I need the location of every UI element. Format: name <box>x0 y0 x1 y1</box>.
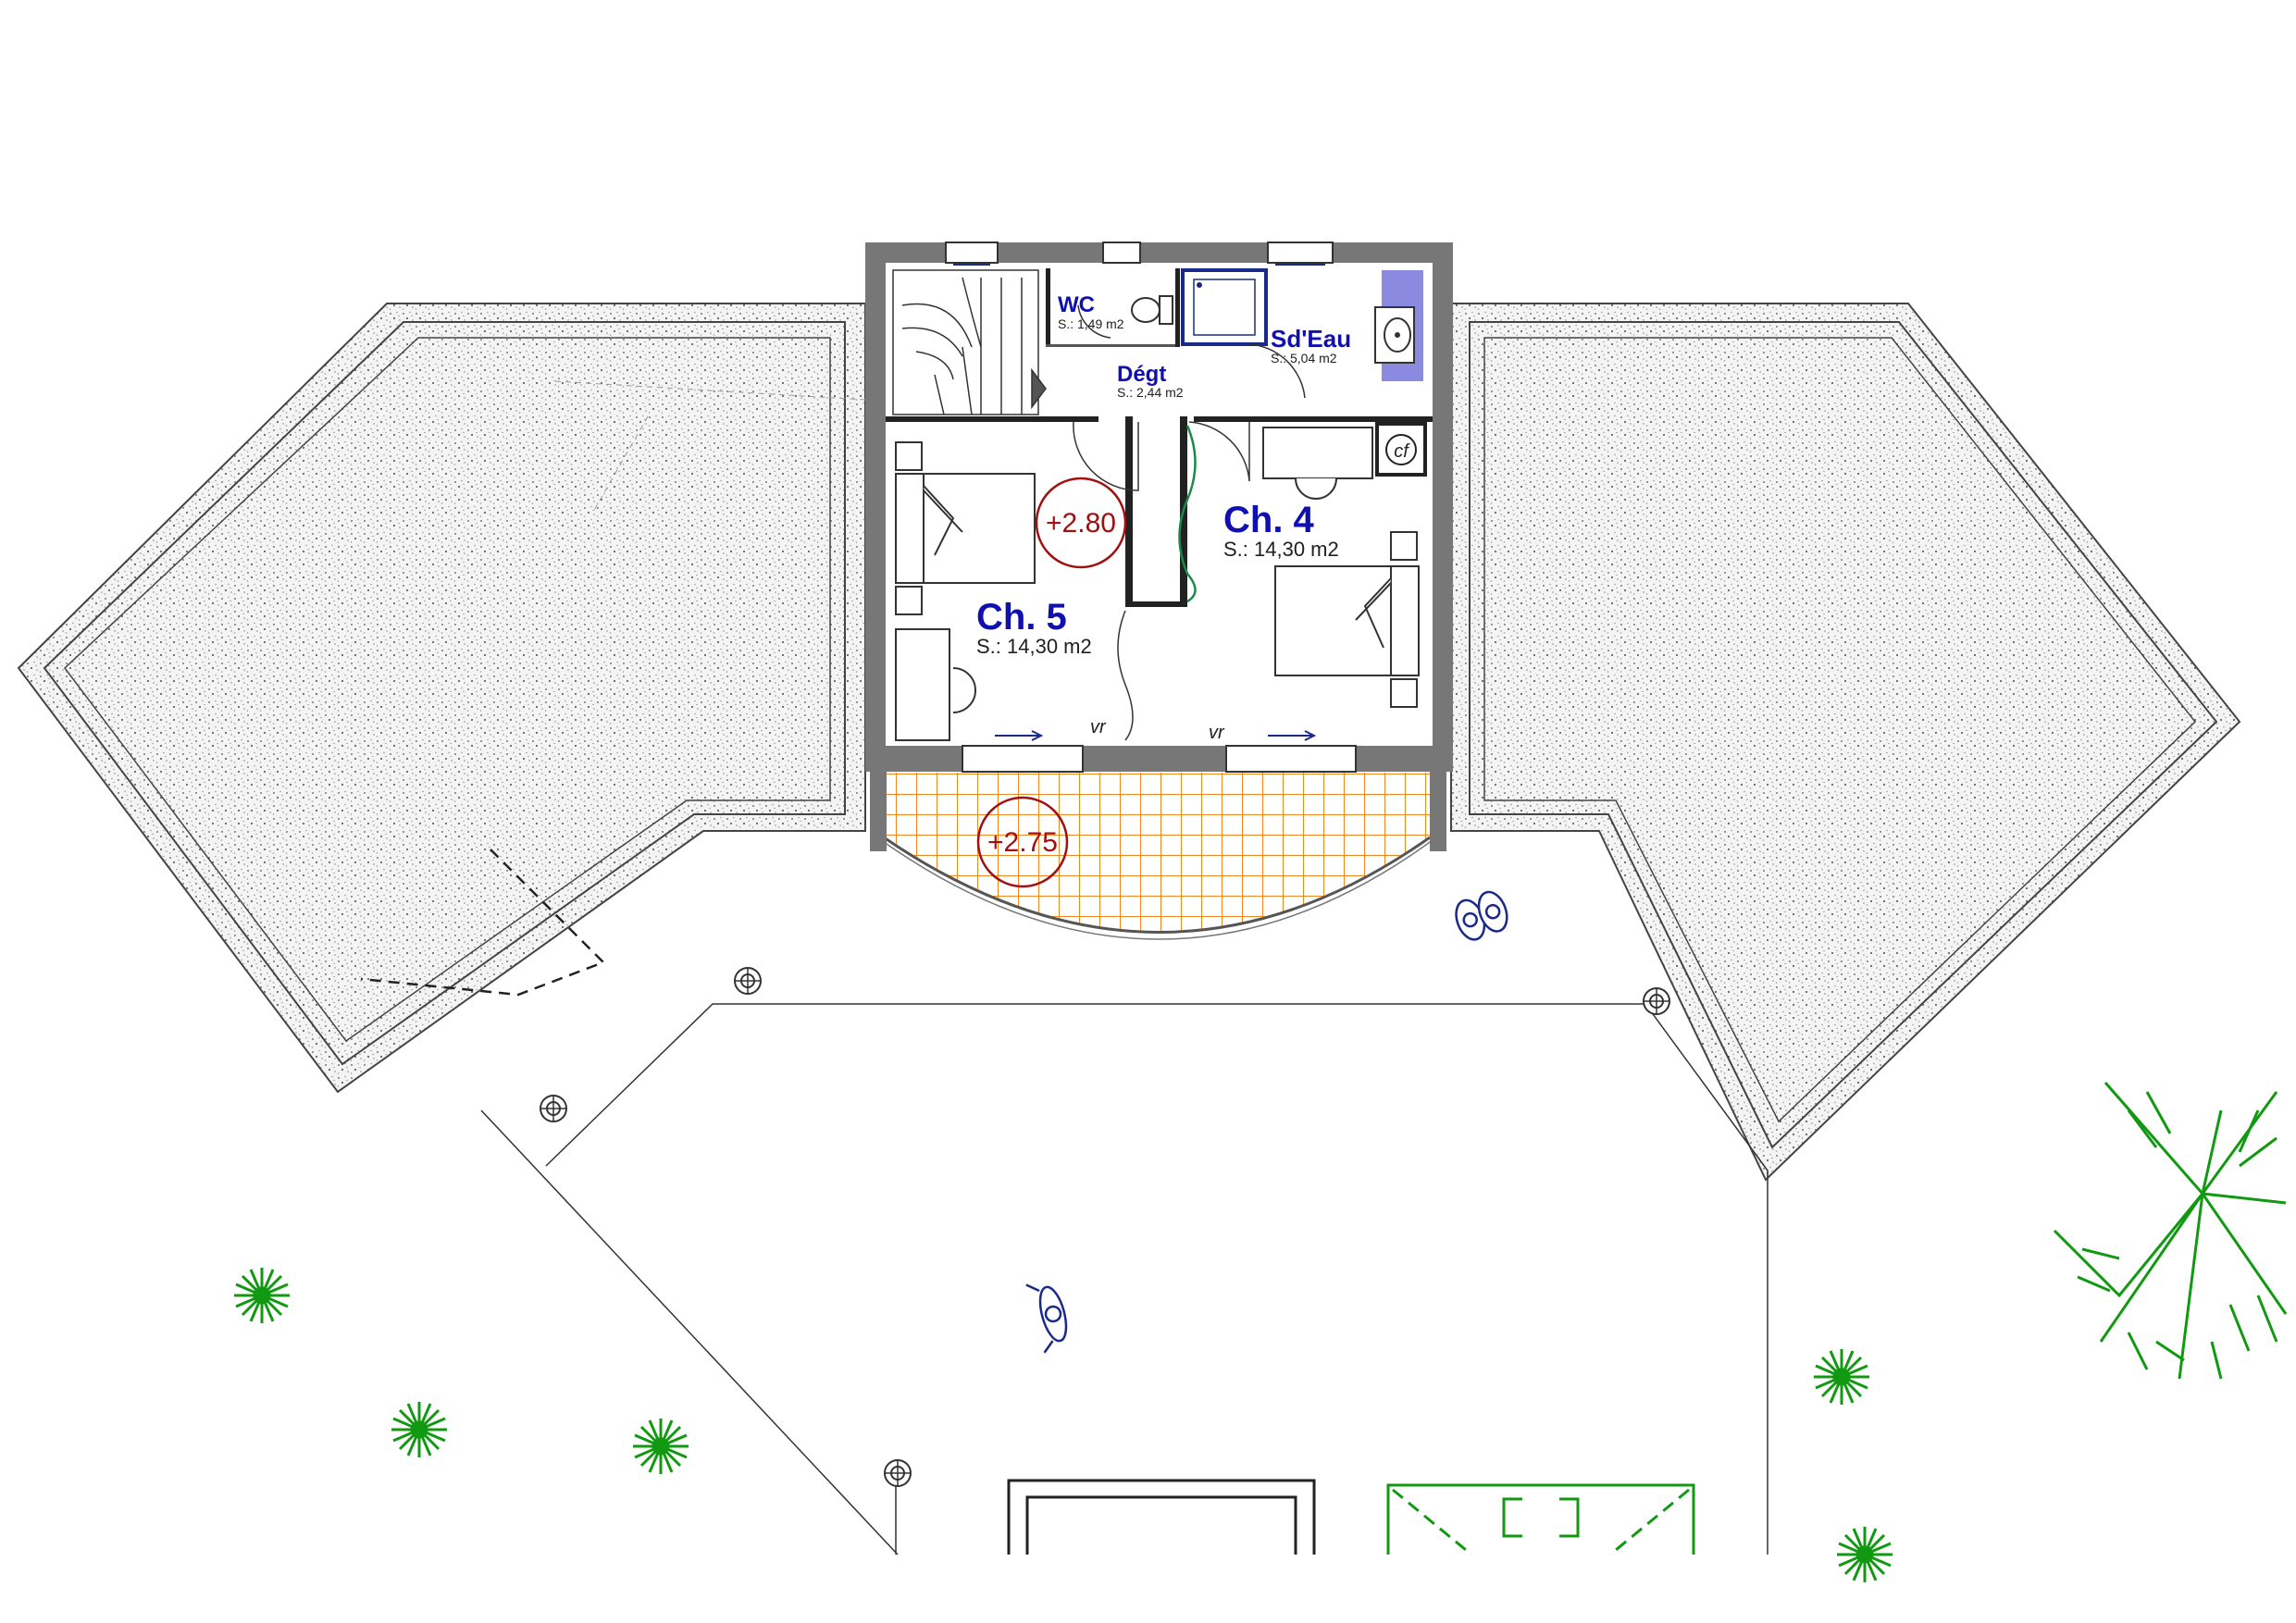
room-name-ch5: Ch. 5 <box>976 597 1067 638</box>
window-top-2 <box>1102 242 1141 264</box>
level-marker-terrace: +2.75 <box>976 796 1069 888</box>
room-area-sdeau: S.: 5,04 m2 <box>1271 351 1337 365</box>
level-label-terrace: +2.75 <box>987 827 1058 858</box>
bed-icon <box>1274 531 1420 708</box>
stair-icon <box>892 269 1047 415</box>
wardrobe-ch5 <box>1117 610 1134 741</box>
doors <box>1073 304 1306 491</box>
plant-icon <box>1835 1525 1894 1584</box>
room-name-sdeau: Sd'Eau <box>1271 325 1351 353</box>
window-label-left: vr <box>1090 717 1107 737</box>
plant-icon <box>232 1266 292 1325</box>
room-area-wc: S.: 1,49 m2 <box>1058 316 1124 331</box>
room-area-ch5: S.: 14,30 m2 <box>976 635 1092 658</box>
post-light-icon <box>540 1095 567 1122</box>
pool-outline <box>1007 1479 1316 1555</box>
washbasin-icon <box>1374 270 1423 381</box>
left-roof-wing <box>17 303 866 1094</box>
wardrobe-ch4 <box>1178 425 1197 603</box>
room-area-degt: S.: 2,44 m2 <box>1117 385 1184 400</box>
toilet-icon <box>1131 295 1173 325</box>
shower-icon <box>1181 268 1268 346</box>
level-marker-upper: +2.80 <box>1035 477 1127 569</box>
roof-hatch-left <box>360 849 606 997</box>
room-labels: WC S.: 1,49 m2 Sd'Eau S.: 5,04 m2 Dégt S… <box>976 292 1351 743</box>
boiler-icon: cf <box>1375 422 1427 477</box>
post-light-icon <box>1643 987 1670 1015</box>
window-top-1 <box>945 242 999 266</box>
room-area-ch4: S.: 14,30 m2 <box>1223 538 1339 561</box>
building: cf <box>865 242 1453 773</box>
garden-outline <box>480 1003 1769 1555</box>
terrace-bed-outline <box>1386 1483 1695 1556</box>
desk-icon <box>1262 427 1373 500</box>
person-icon <box>1025 1283 1068 1354</box>
window-label-right: vr <box>1209 723 1225 743</box>
window-bottom-1 <box>962 730 1084 773</box>
tree-icon <box>2053 1082 2288 1380</box>
room-name-ch4: Ch. 4 <box>1223 500 1315 540</box>
right-roof-wing <box>1450 303 2241 1182</box>
bed-icon <box>895 441 1036 615</box>
room-name-degt: Dégt <box>1117 362 1166 387</box>
desk-icon <box>895 628 976 741</box>
plant-icon <box>390 1400 449 1459</box>
post-light-icon <box>884 1459 912 1487</box>
window-top-3 <box>1267 242 1334 266</box>
post-light-icon <box>734 967 762 995</box>
tiled-terrace <box>870 768 1446 940</box>
plant-icon <box>1812 1347 1871 1406</box>
room-name-wc: WC <box>1058 292 1095 317</box>
plant-icon <box>631 1417 690 1476</box>
window-bottom-2 <box>1225 730 1357 773</box>
person-icon <box>1455 890 1508 941</box>
boiler-label: cf <box>1394 441 1410 462</box>
level-label-upper: +2.80 <box>1046 508 1116 539</box>
